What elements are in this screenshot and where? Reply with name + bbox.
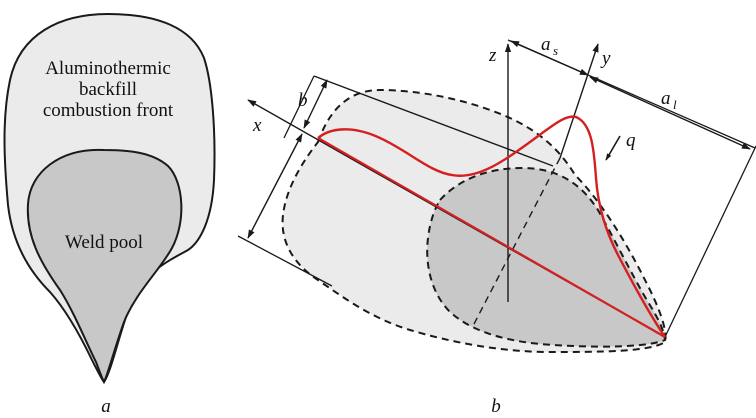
y-axis-label: y [600,48,611,69]
y-axis-upper [559,43,599,159]
dim-as-arrow [510,40,589,76]
ext-line-right-end [664,145,756,338]
x-axis-label: x [252,115,262,136]
front-label-line-1: Aluminothermic [45,58,171,79]
panel-b-label: b [491,396,501,417]
dim-b-label: b [298,90,308,111]
dim-as-subscript: s [553,43,558,58]
dim-as-label: a [541,34,551,55]
pool-label: Weld pool [65,232,143,253]
weld-pool-outline [26,148,183,385]
panel-a: Aluminothermic backfill combustion front… [3,12,216,417]
dim-al-subscript: l [673,97,677,112]
panel-b: x y z b a s a l q b [237,34,756,417]
front-label-line-2: backfill [79,79,137,100]
z-axis-label: z [488,45,497,66]
dim-al-arrow [589,76,751,150]
heat-distribution-curve [317,115,666,338]
dim-width-arrow [247,133,303,239]
front-top-line [313,75,554,167]
heat-baseline [317,137,666,338]
dim-al-label: a [661,88,671,109]
ext-line-bottom-left [237,235,333,287]
heat-flux-label: q [626,130,636,151]
front-label-line-3: combustion front [43,100,174,121]
dim-b-arrow [303,79,328,129]
heat-flux-arrow [605,135,621,161]
panel-a-label: a [101,396,111,417]
